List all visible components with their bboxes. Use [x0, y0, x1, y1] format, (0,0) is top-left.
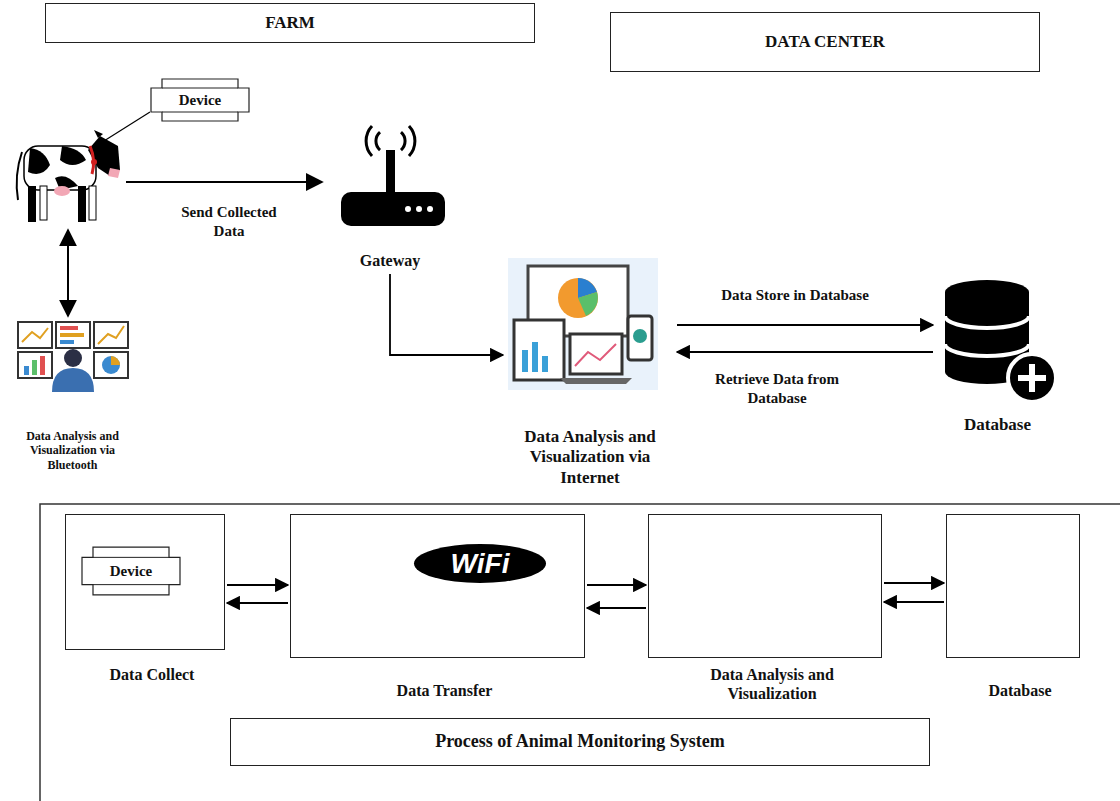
node-text: Data Analysis and Visualization via Inte… [505, 427, 675, 490]
node-text: DATA CENTER [759, 32, 891, 52]
flow-arrow [587, 607, 646, 609]
box-caption: Data Transfer [329, 681, 561, 700]
flow-arrow [587, 584, 646, 586]
node-text: Device [173, 91, 227, 109]
box-caption: Database [939, 681, 1101, 700]
wifi-logo: WiFi [414, 544, 546, 583]
database-icon [945, 280, 1056, 402]
node-text: FARM [259, 13, 321, 33]
cow-illustration [17, 130, 120, 222]
flow-arrow [227, 584, 288, 586]
device-shape-line [162, 88, 238, 112]
device-tether [96, 112, 150, 146]
header-box: DATA CENTER [610, 12, 1040, 72]
flow-arrow [227, 602, 288, 604]
device-box: Device [150, 78, 250, 122]
icon-node: Gateway [335, 132, 445, 272]
edge-label: Data Store in Database [690, 286, 900, 305]
icon-node: Data Analysis and Visualization via Inte… [505, 255, 675, 490]
flow-arrow [884, 601, 944, 603]
process-box: Database [946, 514, 1080, 658]
send-arrow [126, 181, 322, 183]
router-icon [341, 126, 445, 226]
flow-arrow [884, 582, 944, 584]
icon-node: Data Analysis and Visualization via Blue… [10, 318, 135, 474]
devices-icon [508, 258, 658, 390]
panel-frame [40, 504, 1120, 801]
box-caption: Data Collect [56, 665, 248, 684]
node-text: Data Analysis and Visualization via Blue… [17, 429, 129, 474]
process-box: DeviceData Collect [65, 514, 225, 650]
device-shape [151, 79, 249, 121]
device-shape-line [93, 557, 169, 584]
device-shape [82, 547, 180, 595]
node-text: Process of Animal Monitoring System [429, 731, 731, 753]
arrow-label: Send Collected Data [165, 203, 293, 241]
node-text: Device [104, 562, 158, 580]
flow-arrow [677, 351, 933, 353]
process-box: Data Transfer [290, 514, 585, 658]
flow-arrow [677, 324, 933, 326]
operator-screens-icon [18, 322, 128, 392]
node-text: Database [935, 415, 1060, 437]
edge-label: Retrieve Data from Database [692, 370, 862, 408]
box-caption: Data Analysis and Visualization [666, 665, 878, 703]
header-box: FARM [45, 3, 535, 43]
device-box: Device [81, 546, 181, 596]
node-text: Gateway [335, 251, 445, 272]
process-box: Data Analysis and Visualization [648, 514, 882, 658]
flow-arrow [390, 274, 503, 355]
icon-node: Database [935, 275, 1060, 437]
header-box: Process of Animal Monitoring System [230, 718, 930, 766]
bluetooth-arrow [67, 230, 69, 316]
